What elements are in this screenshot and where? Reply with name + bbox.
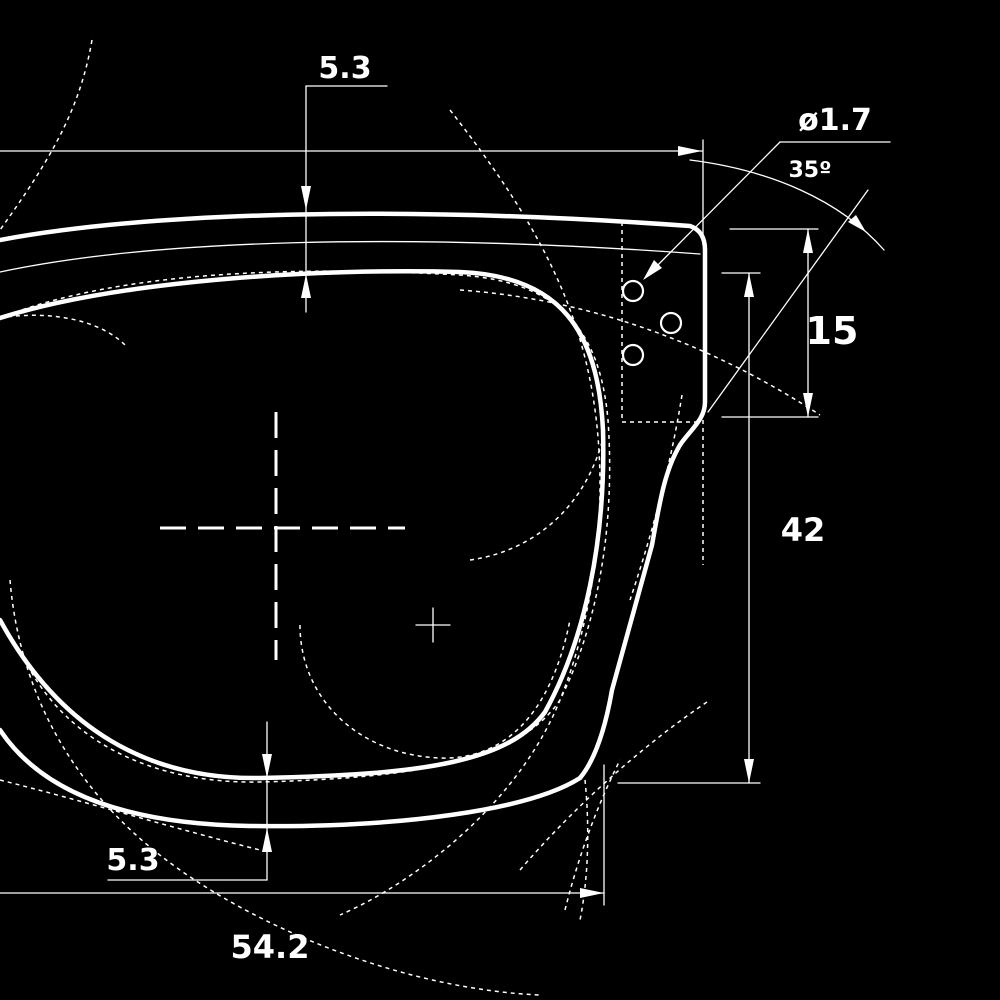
lens-center-crosshair — [160, 412, 405, 660]
dimension-hole-diameter — [643, 141, 891, 280]
dimension-lens-height-label: 42 — [781, 511, 826, 549]
dimension-width-top — [0, 139, 704, 246]
dimension-hinge-height — [721, 228, 819, 418]
reference-cross — [415, 607, 451, 643]
dimension-hinge-height-label: 15 — [806, 309, 859, 353]
frame-outline — [0, 211, 708, 829]
dimension-top-rim — [301, 85, 388, 313]
dimension-top-rim-label: 5.3 — [318, 51, 371, 86]
dimension-bottom-rim — [107, 721, 272, 881]
dimension-bottom-rim-label: 5.3 — [106, 843, 159, 878]
frame-front-outer — [0, 211, 708, 829]
hinge-holes — [621, 279, 683, 367]
dimension-angle-label: 35º — [788, 158, 831, 183]
dimension-lens-height — [617, 272, 761, 784]
hinge-hole-2 — [659, 311, 683, 335]
brow-line — [0, 240, 701, 273]
lens-rim — [0, 269, 606, 781]
dimension-lens-width-label: 54.2 — [231, 928, 310, 966]
dimension-lens-width — [0, 764, 605, 906]
dimension-hole-diameter-label: ø1.7 — [798, 103, 872, 138]
dimension-angle — [689, 159, 885, 413]
hinge-hole-3 — [621, 343, 645, 367]
hinge-hole-1 — [621, 279, 645, 303]
